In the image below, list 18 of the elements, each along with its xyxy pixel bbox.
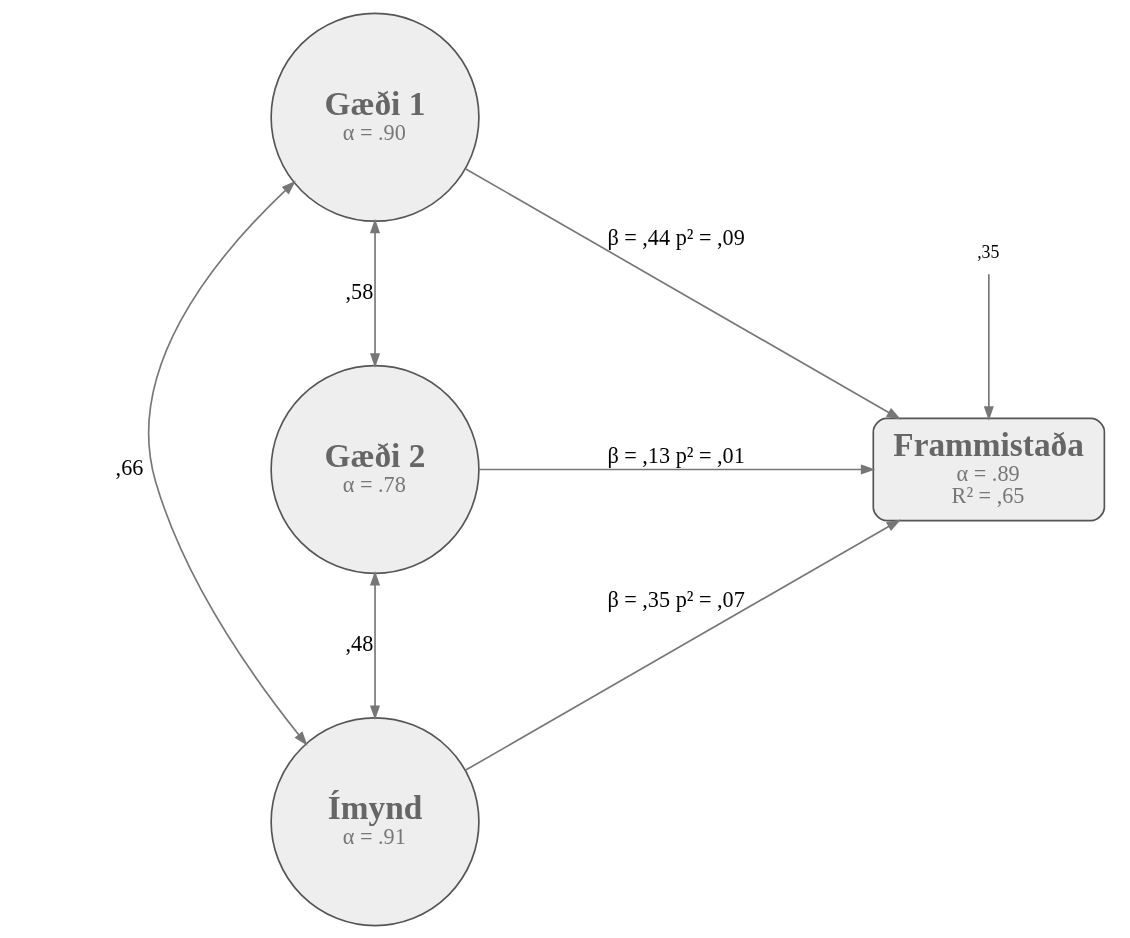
arrow <box>464 518 901 771</box>
edge-label: β = ,35 p² = ,07 <box>607 586 745 612</box>
edge-label: ,48 <box>345 630 374 656</box>
node-circle: Ímynd α = .91 <box>270 716 480 926</box>
edge-label: β = ,44 p² = ,09 <box>607 224 745 250</box>
node-circle: Gæði 1 α = .90 <box>270 12 480 222</box>
arrow <box>983 272 994 421</box>
node-text: ,35 <box>977 241 1000 262</box>
arrow <box>478 463 876 475</box>
arrow <box>464 167 901 420</box>
arrow <box>369 570 381 720</box>
edge-label: ,66 <box>115 454 144 480</box>
edge-label: β = ,13 p² = ,01 <box>607 442 745 468</box>
arrow <box>369 218 381 368</box>
edge-label: ,58 <box>345 278 374 304</box>
node-circle: Gæði 2 α = .78 <box>270 364 480 574</box>
arrow <box>147 180 308 746</box>
node-box: Frammistaða α = .89 R² = ,65 <box>872 417 1106 521</box>
